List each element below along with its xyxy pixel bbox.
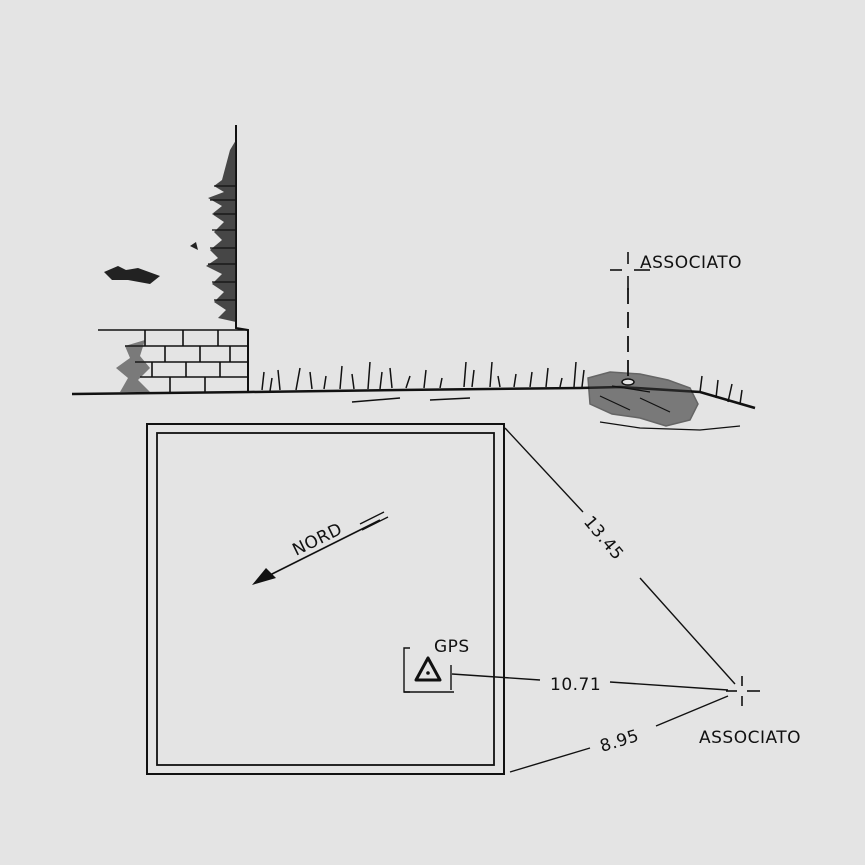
associato-marker-elevation: ASSOCIATO bbox=[610, 252, 742, 376]
plan-view: NORD GPS 13.45 10.71 8. bbox=[146, 423, 801, 775]
gps-label: GPS bbox=[434, 637, 470, 657]
measurement-lines bbox=[451, 427, 736, 773]
elevation-view: ASSOCIATO bbox=[71, 125, 756, 431]
measurement-10-71: 10.71 bbox=[550, 675, 601, 695]
rock bbox=[587, 371, 741, 431]
warning-triangle-icon bbox=[414, 656, 442, 682]
crosshair-icon bbox=[726, 676, 760, 706]
associato-marker-plan: ASSOCIATO bbox=[699, 676, 801, 748]
associato-label-top: ASSOCIATO bbox=[640, 253, 742, 273]
measurement-13-45: 13.45 bbox=[579, 512, 627, 564]
arrowhead-icon bbox=[252, 568, 276, 585]
nord-label: NORD bbox=[289, 519, 345, 560]
north-arrow: NORD bbox=[252, 511, 389, 585]
gps-marker: GPS bbox=[403, 637, 470, 693]
plot-outline-inner bbox=[156, 432, 495, 766]
plot-outline-outer bbox=[146, 423, 505, 775]
associato-label-bottom: ASSOCIATO bbox=[699, 728, 801, 748]
ruined-wall bbox=[98, 125, 249, 392]
crosshair-icon bbox=[610, 252, 650, 290]
measurement-8-95: 8.95 bbox=[598, 726, 642, 757]
grass bbox=[261, 361, 743, 405]
